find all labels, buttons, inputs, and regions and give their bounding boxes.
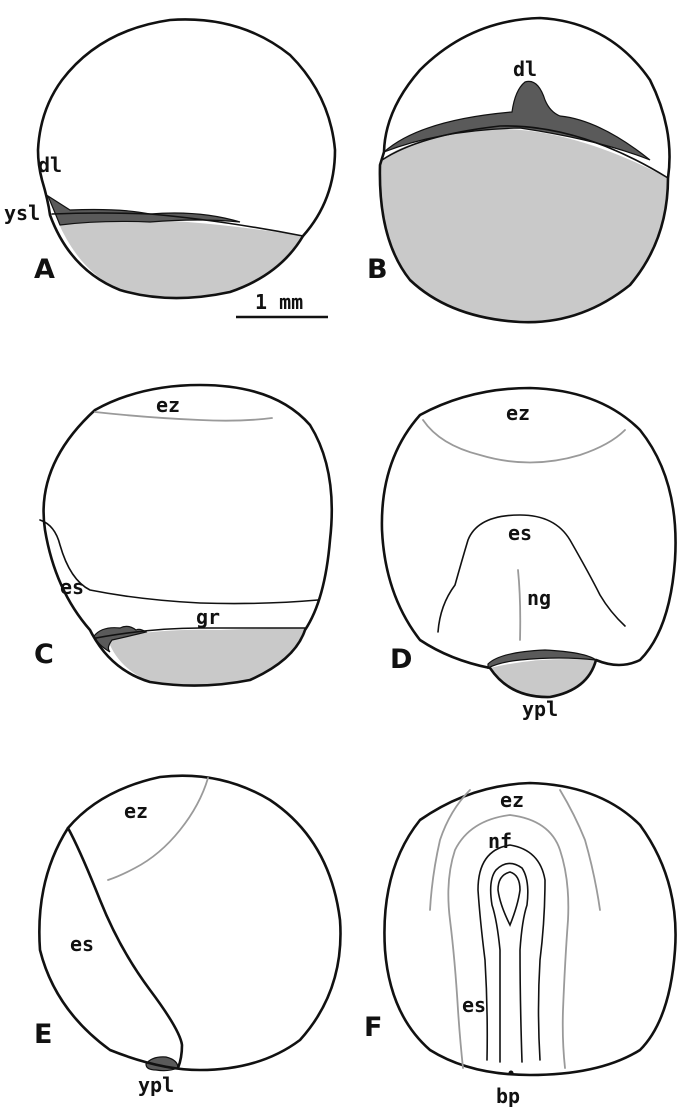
panel-f-neural-tip: [497, 871, 521, 927]
panel-e-label-ez: ez: [124, 799, 148, 823]
panel-c-yolk: [108, 628, 305, 686]
panel-f: ez nf es bp F: [364, 781, 677, 1108]
panel-c: ez es gr C: [34, 383, 334, 687]
panel-c-outline: [42, 383, 334, 687]
panel-e: ez es ypl E: [34, 774, 342, 1097]
panel-e-es-boundary: [66, 826, 184, 1070]
panel-f-ez-boundary-right: [559, 789, 601, 911]
panel-e-label-ypl: ypl: [138, 1073, 174, 1097]
panel-b-label-dl: dl: [513, 57, 537, 81]
panel-c-es-boundary: [39, 519, 319, 605]
panel-b: dl B: [367, 16, 671, 324]
panel-f-label-bp: bp: [496, 1084, 520, 1108]
panel-a-outline: [36, 18, 337, 300]
panel-b-yolk: [379, 129, 668, 323]
panel-e-label-es: es: [70, 932, 94, 956]
panel-f-outline: [383, 781, 677, 1077]
panel-d-label-es: es: [508, 521, 532, 545]
panel-a-label-ysl: ysl: [4, 201, 40, 225]
panel-c-ez-boundary: [94, 411, 273, 422]
panel-f-neural-plate: [489, 862, 529, 1063]
panel-f-es-boundary: [447, 814, 570, 1069]
panel-d-es-boundary: [437, 514, 626, 633]
panel-f-ez-boundary-left: [429, 789, 471, 911]
panel-a: dl ysl A 1 mm: [4, 18, 337, 319]
panel-d-ez-boundary: [422, 419, 626, 464]
panel-e-letter: E: [34, 1019, 52, 1050]
panel-d-neural-groove: [517, 569, 522, 641]
scale-bar-label: 1 mm: [255, 290, 303, 314]
panel-b-cell-boundary: [381, 125, 669, 179]
panel-b-letter: B: [367, 254, 388, 285]
panel-d-label-ng: ng: [527, 586, 551, 610]
panel-b-dark-layer: [383, 80, 651, 161]
panel-d-yolk: [490, 659, 595, 698]
panel-d-letter: D: [390, 644, 412, 675]
panel-f-letter: F: [364, 1012, 382, 1043]
panel-f-label-es: es: [462, 993, 486, 1017]
panel-f-blastopore: [508, 1070, 514, 1076]
panel-a-label-dl: dl: [38, 153, 62, 177]
panel-d: ez es ng ypl D: [380, 386, 677, 721]
panel-c-label-es: es: [60, 575, 84, 599]
panel-d-label-ez: ez: [506, 401, 530, 425]
panel-f-label-nf: nf: [488, 829, 512, 853]
panel-f-label-ez: ez: [500, 788, 524, 812]
panel-c-germ-ring: [95, 627, 306, 639]
panel-a-yolk: [58, 219, 303, 299]
panel-e-outline: [38, 774, 342, 1072]
panel-b-outline: [378, 16, 671, 324]
panel-d-outline: [380, 386, 677, 699]
panel-f-neural-fold: [477, 844, 546, 1061]
panel-d-label-ypl: ypl: [522, 697, 558, 721]
panel-c-label-ez: ez: [156, 393, 180, 417]
panel-e-ez-boundary: [107, 777, 209, 881]
panel-c-letter: C: [34, 639, 54, 670]
panel-a-letter: A: [34, 254, 55, 285]
panel-a-cell-boundary: [51, 212, 304, 237]
panel-c-label-gr: gr: [196, 605, 220, 629]
